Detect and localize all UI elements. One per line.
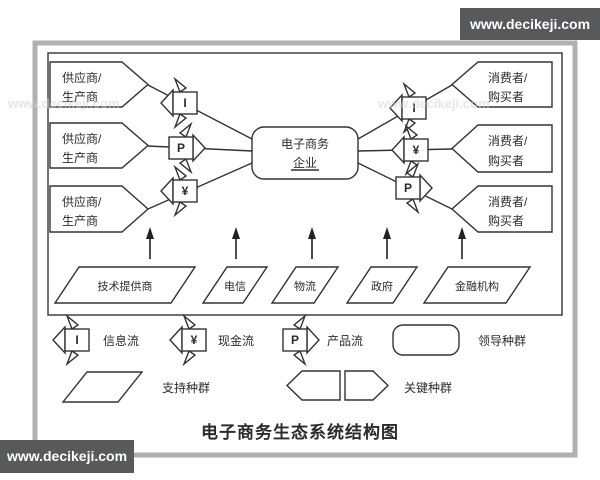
supplier-3-line2: 生产商 (62, 213, 98, 228)
right-flow-3-symbol: P (404, 181, 412, 195)
infrastructure-2-label: 电信 (224, 280, 246, 293)
consumer-2-line2: 购买者 (488, 153, 524, 168)
consumer-1-line1: 消费者/ (488, 71, 528, 85)
consumer-3-line2: 购买者 (488, 213, 524, 228)
legend-key-population: 关键种群 (285, 370, 452, 401)
right-flow-2-symbol: ¥ (413, 143, 420, 157)
consumer-2-line1: 消费者/ (488, 134, 528, 148)
infrastructure-tech-provider: 技术提供商 (53, 266, 197, 304)
legend-cash-symbol: ¥ (191, 333, 198, 347)
supplier-2-line2: 生产商 (62, 150, 98, 165)
infrastructure-telecom: 电信 (201, 266, 269, 304)
center-line2: 企业 (293, 155, 317, 170)
infrastructure-1-label: 技术提供商 (98, 279, 153, 293)
right-flow-arrow-information: I (389, 81, 427, 135)
consumer-3-line1: 消费者/ (488, 195, 528, 209)
legend-key-label: 关键种群 (404, 381, 452, 395)
legend-information-symbol: I (75, 333, 78, 347)
infrastructure-logistics: 物流 (270, 266, 340, 304)
supplier-3-line1: 供应商/ (62, 194, 102, 209)
infrastructure-4-label: 政府 (371, 279, 393, 293)
legend-product-symbol: P (291, 333, 299, 347)
legend-support-population: 支持种群 (61, 371, 210, 403)
right-flow-arrow-product: P (395, 161, 433, 215)
right-flow-1-symbol: I (412, 101, 415, 115)
infrastructure-3-label: 物流 (294, 279, 316, 293)
left-flow-arrow-cash: ¥ (160, 164, 198, 218)
consumer-1-line2: 购买者 (488, 89, 524, 104)
legend-cash-label: 现金流 (218, 333, 254, 348)
watermark-bottom-text: www.decikeji.com (6, 448, 127, 464)
consumer-box-3: 消费者/ 购买者 (450, 185, 553, 233)
supplier-2-line1: 供应商/ (62, 131, 102, 146)
legend-support-label: 支持种群 (162, 380, 210, 395)
left-flow-3-symbol: ¥ (182, 184, 189, 198)
key-population-shape-left (285, 370, 341, 401)
consumer-box-2: 消费者/ 购买者 (450, 124, 553, 173)
center-line1: 电子商务 (281, 136, 329, 151)
consumer-box-1: 消费者/ 购买者 (450, 61, 553, 108)
infrastructure-finance: 金融机构 (422, 266, 532, 304)
legend-information-flow: I 信息流 (52, 313, 139, 367)
legend-cash-flow: ¥ 现金流 (169, 313, 254, 367)
infrastructure-5-label: 金融机构 (455, 279, 499, 293)
legend-information-label: 信息流 (103, 333, 139, 348)
ghost-watermark-left: www.decikeji.com (7, 96, 120, 111)
key-population-shape-right (344, 370, 390, 401)
watermark-bottom-left: www.decikeji.com (0, 440, 134, 473)
watermark-top-text: www.decikeji.com (469, 16, 590, 32)
ghost-watermark-right: www.decikeji.com (377, 96, 490, 111)
supplier-box-2: 供应商/ 生产商 (49, 122, 150, 169)
support-population-shape (61, 371, 144, 403)
legend-product-label: 产品流 (327, 334, 363, 348)
supplier-box-1: 供应商/ 生产商 (49, 61, 150, 108)
supplier-1-line1: 供应商/ (62, 70, 102, 85)
left-flow-2-symbol: P (177, 141, 185, 155)
diagram-title: 电子商务生态系统结构图 (201, 422, 399, 442)
legend-leading-population: 领导种群 (392, 324, 526, 356)
legend-product-flow: P 产品流 (282, 313, 363, 367)
center-enterprise-box: 电子商务 企业 (251, 126, 359, 180)
infrastructure-government: 政府 (345, 266, 419, 304)
left-flow-arrow-information: I (160, 76, 198, 130)
legend-leading-label: 领导种群 (478, 334, 526, 348)
infrastructure-up-arrows (146, 227, 466, 259)
leading-population-shape (392, 324, 460, 356)
supplier-box-3: 供应商/ 生产商 (49, 185, 150, 233)
watermark-top-right: www.decikeji.com (460, 8, 600, 40)
supplier-1-line2: 生产商 (62, 89, 98, 104)
left-flow-arrow-product: P (168, 121, 206, 175)
left-flow-1-symbol: I (183, 96, 186, 110)
